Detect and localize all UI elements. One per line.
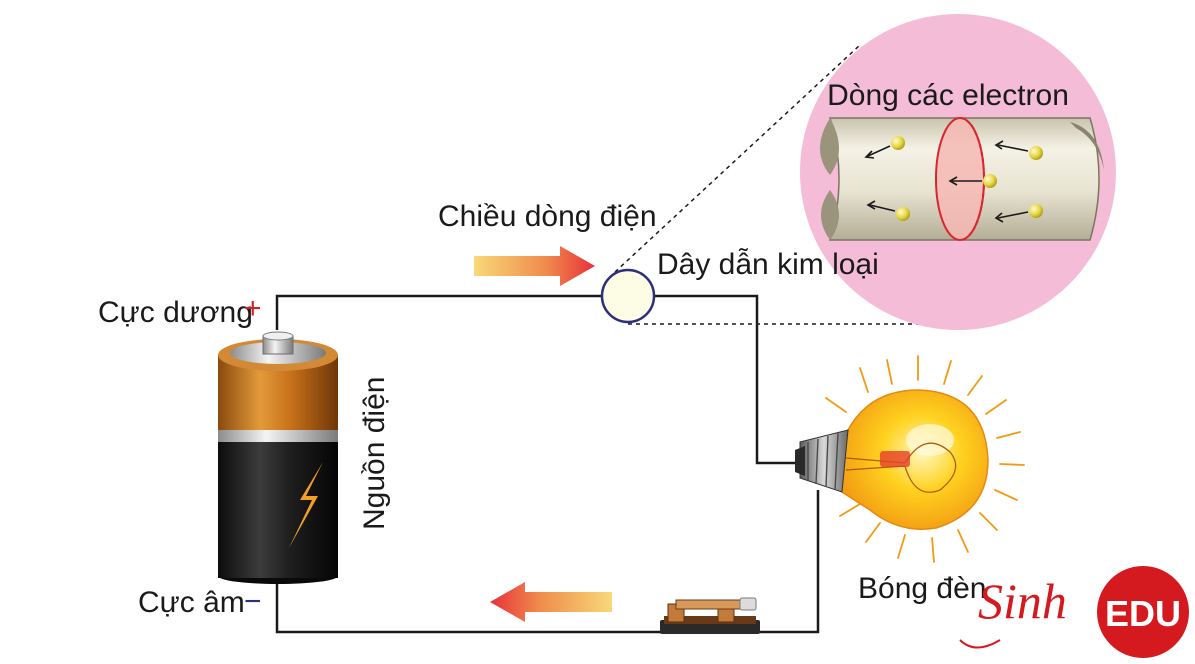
switch	[660, 597, 760, 634]
battery-body	[218, 440, 338, 578]
wire-cross-section	[820, 117, 1104, 241]
electron-4	[1029, 146, 1043, 160]
current-arrow-right	[474, 246, 595, 286]
zoom-inset: Dòng các electron	[800, 14, 1116, 330]
current-arrow-left	[490, 582, 612, 622]
negative-terminal-label: Cực âm	[138, 586, 245, 619]
current-direction-label: Chiều dòng điện	[438, 200, 657, 233]
magnified-spot	[600, 268, 656, 324]
electron-3	[983, 174, 997, 188]
sinh-edu-watermark: Sinh EDU	[959, 566, 1189, 658]
circuit-wires	[275, 294, 820, 634]
watermark-script-text: Sinh	[978, 573, 1067, 629]
bulb-rays	[825, 355, 1025, 563]
power-source-label: Nguồn điện	[358, 377, 391, 530]
bulb-screw-base	[799, 429, 849, 493]
watermark-badge-text: EDU	[1105, 593, 1181, 634]
switch-lever	[675, 599, 747, 610]
watermark-badge	[1097, 566, 1189, 658]
electron-1	[891, 136, 905, 150]
electrons	[864, 136, 1043, 223]
electron-2	[896, 207, 910, 221]
minus-sign: −	[244, 585, 262, 618]
light-bulb-label: Bóng đèn	[858, 572, 986, 605]
light-bulb	[795, 355, 1025, 563]
electron-flow-label: Dòng các electron	[827, 79, 1069, 112]
metal-wire-label: Dây dẫn kim loại	[657, 248, 879, 281]
positive-terminal-label: Cực dương	[98, 296, 253, 329]
plus-sign: +	[244, 292, 262, 325]
battery	[218, 331, 338, 584]
electron-5	[1029, 204, 1043, 218]
